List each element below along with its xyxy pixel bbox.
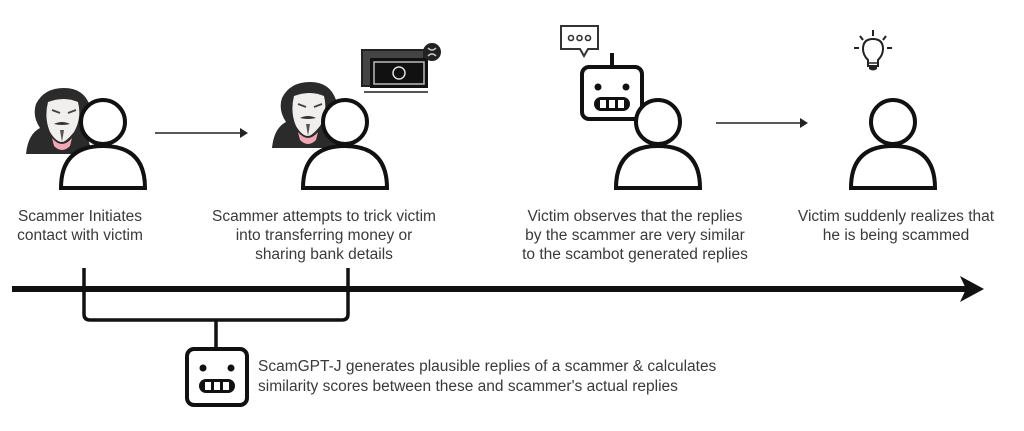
caption-line: by the scammer are very similar: [525, 227, 745, 244]
caption-line: Scammer attempts to trick victim: [212, 208, 436, 225]
step-caption-scammer-tricks: Scammer attempts to trick victim into tr…: [184, 207, 464, 264]
caption-line: Victim suddenly realizes that: [797, 208, 995, 225]
step-caption-victim-observes: Victim observes that the replies by the …: [500, 207, 770, 264]
caption-line: to the scambot generated replies: [522, 246, 748, 263]
arrow-right-2: [716, 118, 808, 128]
caption-line: contact with victim: [17, 227, 143, 244]
caption-line: into transferring money or: [235, 227, 413, 244]
step-caption-victim-realizes: Victim suddenly realizes that he is bein…: [776, 207, 1016, 245]
lightbulb-icon: [854, 30, 892, 71]
person-icon: [300, 98, 390, 190]
caption-line: Victim observes that the replies: [527, 208, 743, 225]
person-icon: [613, 98, 703, 190]
money-transfer-icon: [361, 43, 441, 93]
arrow-right-1: [155, 128, 248, 138]
timeline-bracket: [82, 268, 350, 348]
scamgpt-description: ScamGPT-J generates plausible replies of…: [258, 357, 716, 397]
robot-icon: [185, 347, 249, 407]
description-line: ScamGPT-J generates plausible replies of…: [258, 358, 717, 375]
scammer-mask-icon: [272, 82, 338, 148]
chat-bubble-icon: [560, 25, 599, 59]
person-icon: [58, 98, 148, 190]
robot-icon: [580, 53, 644, 121]
caption-line: Scammer Initiates: [17, 208, 143, 225]
person-icon: [848, 98, 938, 190]
caption-line: he is being scammed: [822, 227, 970, 244]
caption-line: sharing bank details: [255, 246, 393, 263]
timeline-axis: [12, 276, 984, 302]
scammer-mask-icon: [26, 88, 92, 154]
step-caption-scammer-initiates: Scammer Initiates contact with victim: [0, 207, 160, 245]
description-line: similarity scores between these and scam…: [258, 378, 678, 395]
